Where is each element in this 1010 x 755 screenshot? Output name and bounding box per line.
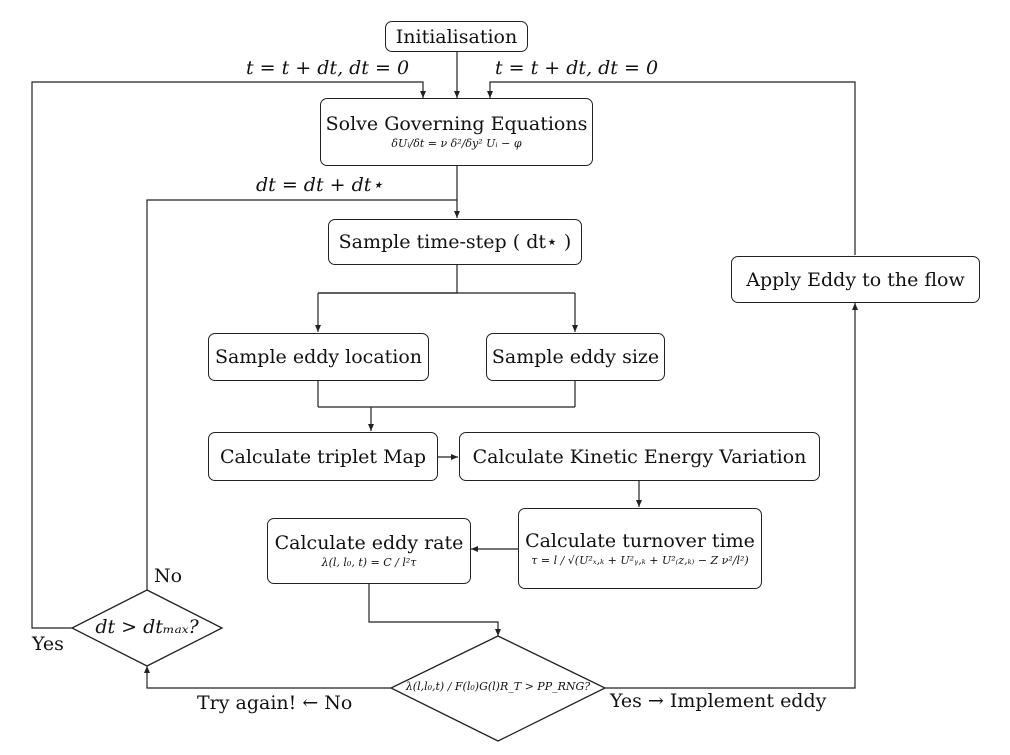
triplet-label: Calculate triplet Map xyxy=(219,445,427,468)
solve-title: Solve Governing Equations xyxy=(325,113,588,135)
loop-right-label: t = t + dt, dt = 0 xyxy=(495,57,659,79)
decision-dt-label: dt > dtₘₐₓ? xyxy=(95,616,199,638)
arrow-yes-loop xyxy=(31,81,426,629)
box-sample-eddy-size: Sample eddy size xyxy=(486,333,665,381)
sample-location-label: Sample eddy location xyxy=(214,346,423,368)
loop-left-label: t = t + dt, dt = 0 xyxy=(246,57,410,79)
initialisation-label: Initialisation xyxy=(395,25,518,48)
implement-label: Yes → Implement eddy xyxy=(610,690,827,712)
box-sample-eddy-location: Sample eddy location xyxy=(208,333,429,381)
arrow-implement xyxy=(605,303,858,689)
kinetic-label: Calculate Kinetic Energy Variation xyxy=(472,445,807,468)
decision-eddy-text: λ(l,l₀,t) / F(l₀)G(l)R_T > PP_RNG? xyxy=(403,680,593,694)
eddy-rate-formula: λ(l, l₀, t) = C / l²τ xyxy=(321,556,417,569)
sample-time-step-label: Sample time-step ( dt⋆ ) xyxy=(338,231,572,253)
box-eddy-rate: Calculate eddy rate λ(l, l₀, t) = C / l²… xyxy=(267,518,471,584)
box-turnover-time: Calculate turnover time τ = l / √(U²ₓ,ₖ … xyxy=(518,508,762,589)
box-sample-time-step: Sample time-step ( dt⋆ ) xyxy=(328,219,582,265)
box-apply-eddy: Apply Eddy to the flow xyxy=(731,256,980,303)
solve-formula: δUᵢ/δt = ν δ²/δy² Uᵢ − φ xyxy=(391,137,522,150)
box-kinetic-energy: Calculate Kinetic Energy Variation xyxy=(459,432,820,481)
decision-dt-shape xyxy=(70,589,224,667)
arrow-rate-decision xyxy=(368,584,501,636)
apply-eddy-label: Apply Eddy to the flow xyxy=(746,268,965,291)
decision-eddy-shape xyxy=(389,635,607,742)
split-line xyxy=(318,265,458,294)
no-label: No xyxy=(154,565,183,587)
turnover-title: Calculate turnover time xyxy=(525,529,755,552)
arrow-apply-loop xyxy=(487,81,856,255)
decision-dt-text: dt > dtₘₐₓ? xyxy=(82,616,212,638)
sample-size-label: Sample eddy size xyxy=(491,346,660,368)
box-initialisation: Initialisation xyxy=(385,21,528,52)
turnover-formula: τ = l / √(U²ₓ,ₖ + U²ᵧ,ₖ + U²₍z,ₖ₎ − Z ν²… xyxy=(531,553,749,567)
yes-label: Yes xyxy=(32,633,64,655)
dt-update-label: dt = dt + dt⋆ xyxy=(256,174,384,196)
arrow-no-loop xyxy=(146,199,457,590)
eddy-rate-title: Calculate eddy rate xyxy=(274,532,464,554)
box-triplet-map: Calculate triplet Map xyxy=(208,432,438,481)
try-again-label: Try again! ← No xyxy=(197,692,353,714)
box-solve-governing-equations: Solve Governing Equations δUᵢ/δt = ν δ²/… xyxy=(320,98,593,166)
decision-eddy-label: λ(l,l₀,t) / F(l₀)G(l)R_T > PP_RNG? xyxy=(405,680,591,693)
arrow-try-again xyxy=(144,666,391,689)
